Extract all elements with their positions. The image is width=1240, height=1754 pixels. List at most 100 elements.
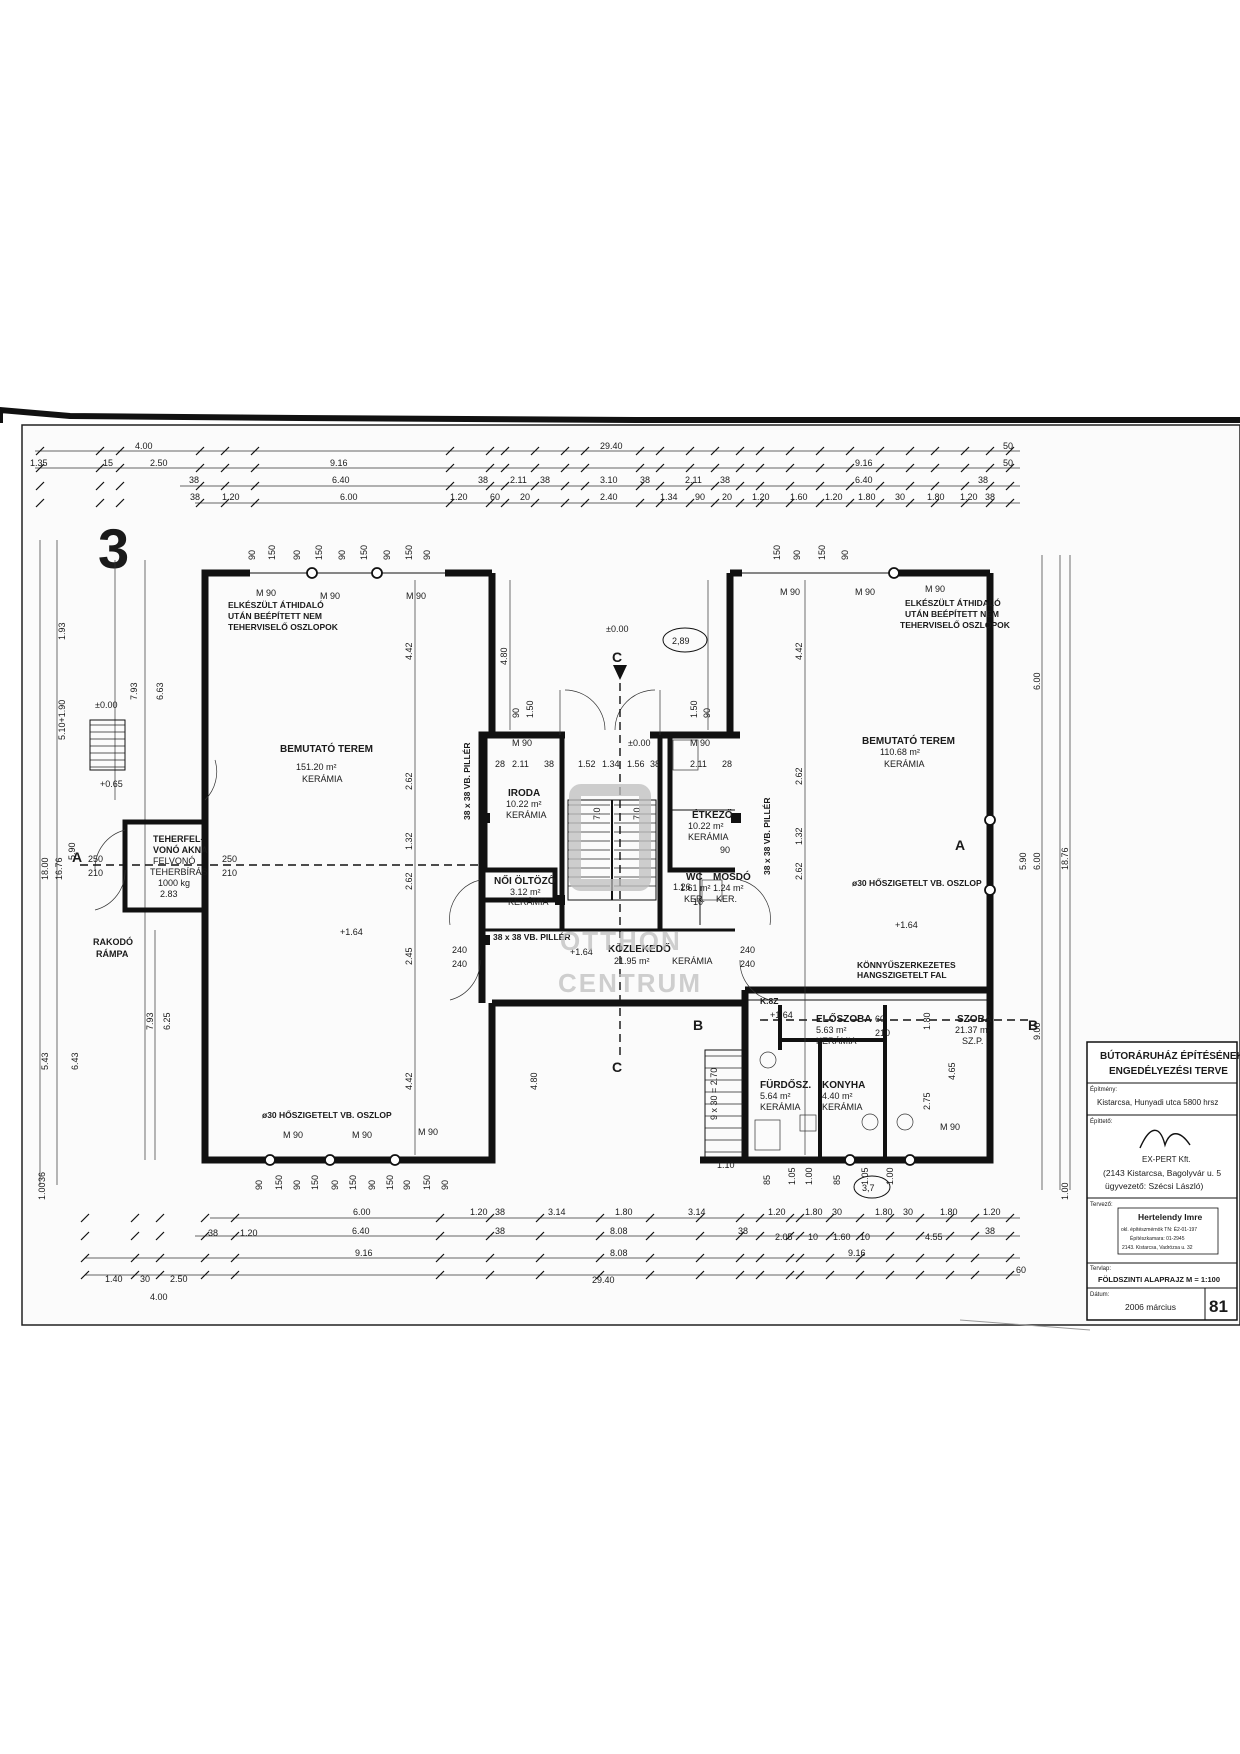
dim-tick — [685, 463, 695, 473]
dim-top3: 38 — [978, 475, 988, 485]
dim-tick — [695, 1213, 705, 1223]
dim-left: 36 — [37, 1172, 47, 1182]
svg-text:10: 10 — [693, 897, 703, 907]
dim-tick — [945, 1231, 955, 1241]
dim-bottom2: 1.60 — [833, 1232, 851, 1242]
tb-building: Kistarcsa, Hunyadi utca 5800 hrsz — [1097, 1098, 1218, 1107]
dim-tick — [560, 481, 570, 491]
dim-top3: 38 — [478, 475, 488, 485]
note-text: UTÁN BEÉPÍTETT NEM — [228, 611, 322, 621]
room-area: 110.68 m² — [880, 747, 920, 757]
dim-tick — [645, 1231, 655, 1241]
dim-top4: 2.40 — [600, 492, 618, 502]
svg-text:250: 250 — [88, 854, 103, 864]
dim-top4: 20 — [722, 492, 732, 502]
ramp-label: RÁMPA — [96, 949, 129, 959]
dim-tick — [1005, 1270, 1015, 1280]
dim-tick — [825, 1253, 835, 1263]
dim-bottom3: 8.08 — [610, 1248, 628, 1258]
column-icon — [324, 1154, 336, 1166]
dim-tick — [930, 446, 940, 456]
dim-tick — [655, 481, 665, 491]
dim-bottom2: 10 — [808, 1232, 818, 1242]
tb-manager: ügyvezető: Szécsi László) — [1105, 1181, 1203, 1191]
window-dim: 90 — [402, 1180, 412, 1190]
window-dim: 150 — [267, 545, 277, 560]
dim-bottom2: 6.40 — [352, 1226, 370, 1236]
elevator-label: 2.83 — [160, 889, 178, 899]
dim-tick — [95, 481, 105, 491]
dim-tick — [560, 498, 570, 508]
note-text: K.8Z — [760, 996, 778, 1006]
dim-left: 7.93 — [129, 682, 139, 700]
room-name: SZOBA — [957, 1014, 992, 1025]
dim-tick — [945, 1253, 955, 1263]
dim-tick — [905, 498, 915, 508]
note-text: ø30 HŐSZIGETELT VB. OSZLOP — [262, 1109, 392, 1120]
scan-edge — [0, 406, 1240, 423]
dim-tick — [655, 498, 665, 508]
dim-bottom3: 1.40 — [105, 1274, 123, 1284]
dim-tick — [785, 481, 795, 491]
dim-tick — [915, 1270, 925, 1280]
dim-top4: 6.00 — [340, 492, 358, 502]
dim-tick — [95, 446, 105, 456]
dim-tick — [1005, 1231, 1015, 1241]
room-finish: KERÁMIA — [760, 1102, 801, 1112]
corner-mark: 3 — [98, 517, 129, 580]
svg-text:4.42: 4.42 — [404, 642, 414, 660]
elevator-label: TEHERBÍRÁS — [150, 867, 208, 877]
title-block: BÚTORÁRUHÁZ ÉPÍTÉSÉNEK ENGEDÉLYEZÉSI TER… — [1086, 1041, 1240, 1321]
dim-tick — [735, 1253, 745, 1263]
dim-top-50: 50 — [1003, 441, 1013, 451]
window-dim: 90 — [792, 550, 802, 560]
circled-text: 2,89 — [672, 636, 690, 646]
dim-tick — [195, 463, 205, 473]
room-name: KÖZLEKEDŐ — [608, 942, 671, 955]
column-icon — [264, 1154, 276, 1166]
dim-tick — [445, 463, 455, 473]
dim-bottom1: 6.00 — [353, 1207, 371, 1217]
dim-top4: 1.20 — [825, 492, 843, 502]
dim-bottom1: 1.80 — [875, 1207, 893, 1217]
dim-tick — [595, 1270, 605, 1280]
dim-tick — [1005, 463, 1015, 473]
tb-label: Építmény: — [1090, 1086, 1117, 1093]
tb-designer-line: okl. építészmérnök TN: É2-01-197 — [1121, 1226, 1197, 1233]
dim-tick — [580, 463, 590, 473]
dim-left: 6.25 — [162, 1012, 172, 1030]
dim-tick — [230, 1270, 240, 1280]
tb-address: (2143 Kistarcsa, Bagolyvár u. 5 — [1103, 1168, 1221, 1178]
dim-tick — [115, 463, 125, 473]
dim-top4: 1.20 — [960, 492, 978, 502]
tb-designer: Hertelendy Imre — [1138, 1212, 1203, 1222]
dim-tick — [595, 1253, 605, 1263]
dim-tick — [985, 481, 995, 491]
tb-label: Tervlap: — [1090, 1266, 1111, 1272]
dim-tick — [485, 1253, 495, 1263]
tb-designer-line: Építészkamara: 01-2945 — [1130, 1235, 1185, 1242]
svg-text:2.62: 2.62 — [404, 772, 414, 790]
room-name: NŐI ÖLTÖZŐ — [494, 874, 556, 887]
dim-tick — [960, 446, 970, 456]
dim-tick — [915, 1253, 925, 1263]
dim-top3: 38 — [640, 475, 650, 485]
window-dim: 150 — [817, 545, 827, 560]
room-name: KONYHA — [822, 1080, 865, 1091]
window-dim: 90 — [382, 550, 392, 560]
dim-top2: 1.35 — [30, 458, 48, 468]
note-text: ELKÉSZÜLT ÁTHIDALÓ — [228, 599, 324, 610]
dim-tick — [635, 463, 645, 473]
dim-tick — [815, 498, 825, 508]
column-icon — [371, 567, 383, 579]
dim-tick — [645, 1253, 655, 1263]
dim-tick — [795, 1213, 805, 1223]
dim-top3: 38 — [189, 475, 199, 485]
dim-tick — [915, 1213, 925, 1223]
dim-tick — [560, 463, 570, 473]
notes: ELKÉSZÜLT ÁTHIDALÓ UTÁN BEÉPÍTETT NEM TE… — [228, 584, 1011, 1140]
dim-tick — [960, 498, 970, 508]
ramp-label: RAKODÓ — [93, 936, 133, 947]
